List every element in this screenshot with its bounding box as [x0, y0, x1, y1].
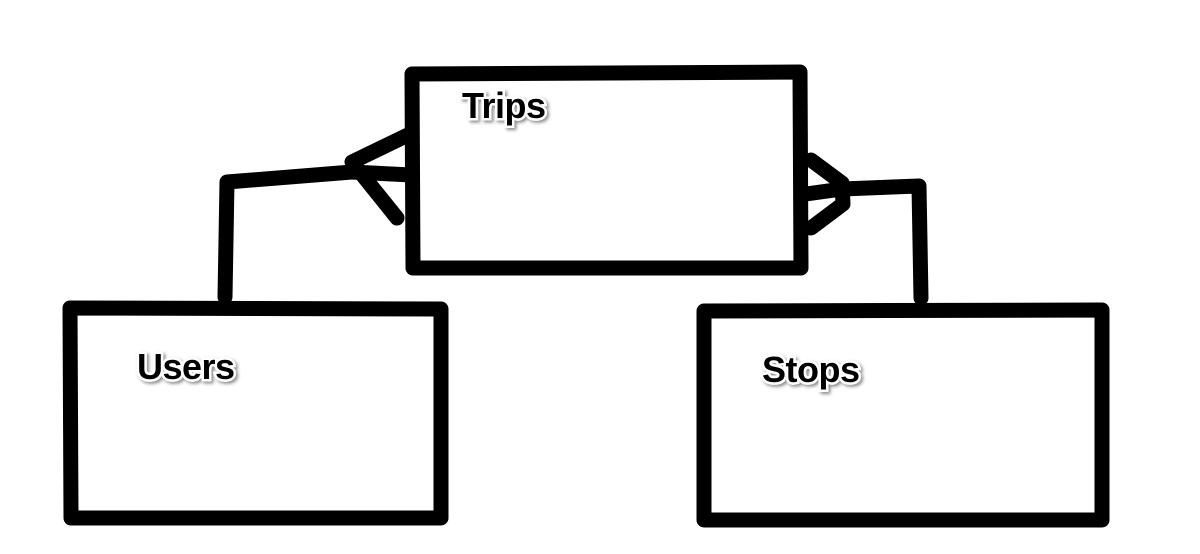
entity-users: Users — [62, 300, 449, 526]
entity-stops: Stops — [696, 302, 1110, 528]
connector-line-users-trips — [217, 164, 420, 305]
relationship-stops-trips — [798, 152, 929, 306]
entity-box-users — [62, 300, 449, 526]
crows-foot-icon — [344, 125, 420, 226]
entity-label-users: Users — [137, 346, 235, 387]
entity-label-trips: Trips — [462, 85, 546, 126]
entity-label-stops: Stops — [762, 349, 860, 390]
relationship-users-trips — [217, 125, 420, 305]
entity-trips: Trips — [404, 64, 809, 276]
entity-box-trips — [404, 64, 809, 276]
entity-box-stops — [696, 302, 1110, 528]
crows-foot-icon — [803, 152, 851, 236]
connector-line-stops-trips — [798, 178, 929, 306]
